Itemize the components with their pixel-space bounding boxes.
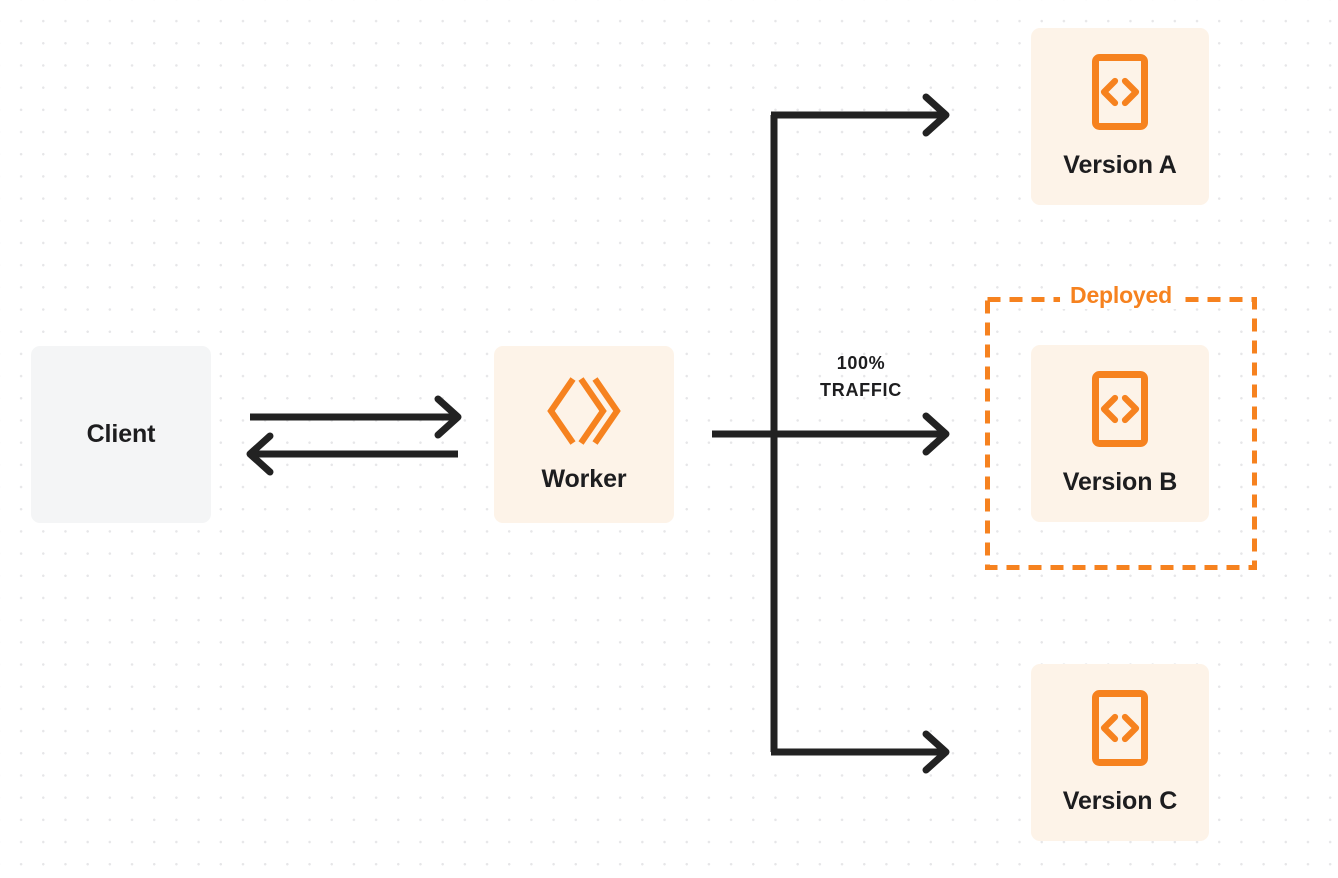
traffic-word: TRAFFIC (820, 380, 902, 400)
version-b-label: Version B (1062, 468, 1178, 496)
arrow-client-to-worker (250, 395, 462, 439)
code-file-icon (1091, 689, 1149, 767)
arrow-worker-to-version-c (771, 730, 950, 774)
arrow-worker-to-client (246, 432, 458, 476)
client-node[interactable]: Client (31, 346, 211, 523)
traffic-label: 100% TRAFFIC (790, 350, 932, 404)
arrow-worker-to-version-b (712, 412, 950, 456)
version-b-node[interactable]: Version B (1031, 345, 1209, 522)
version-c-label: Version C (1062, 787, 1178, 815)
traffic-percent: 100% (836, 353, 886, 373)
version-a-label: Version A (1063, 151, 1177, 179)
version-a-node[interactable]: Version A (1031, 28, 1209, 205)
arrow-worker-to-version-a (771, 93, 950, 137)
client-label: Client (86, 420, 156, 448)
code-file-icon (1091, 53, 1149, 131)
deployed-label: Deployed (1060, 282, 1182, 309)
version-c-node[interactable]: Version C (1031, 664, 1209, 841)
code-file-icon (1091, 370, 1149, 448)
worker-node[interactable]: Worker (494, 346, 674, 523)
worker-label: Worker (541, 465, 627, 493)
cloudflare-workers-logo-icon (545, 375, 623, 447)
